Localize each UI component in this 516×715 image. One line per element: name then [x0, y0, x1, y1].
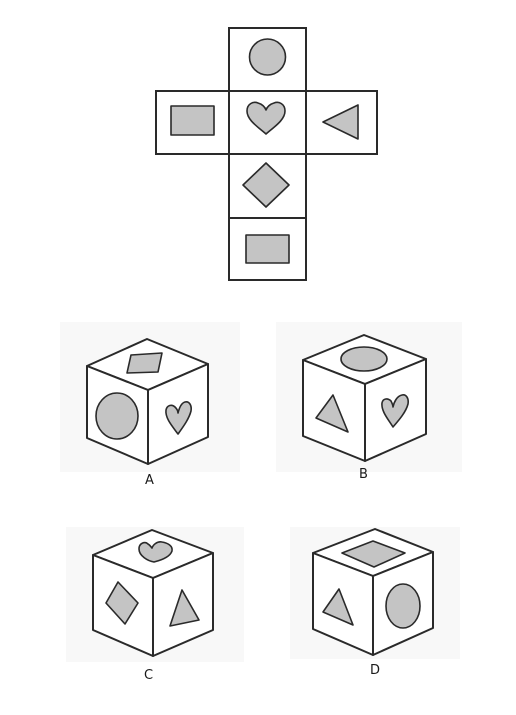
triangle-icon	[169, 589, 200, 627]
option-label: C	[144, 668, 153, 683]
ellipse-icon	[340, 346, 388, 372]
option-a[interactable]: A	[60, 322, 240, 488]
diamond-icon	[105, 581, 139, 625]
option-c[interactable]: C	[66, 527, 244, 683]
parallelogram-icon	[126, 352, 163, 374]
net-cell-left	[155, 90, 230, 155]
option-b[interactable]: B	[276, 322, 462, 482]
option-label: D	[370, 663, 380, 678]
circle-icon	[385, 583, 421, 629]
option-d[interactable]: D	[290, 527, 460, 678]
net-cell-right	[305, 90, 378, 155]
triangle-icon	[315, 394, 349, 433]
option-label: A	[145, 473, 154, 488]
net-cell-center	[228, 90, 307, 155]
diamond-icon	[242, 162, 290, 208]
triangle-icon	[322, 104, 359, 140]
rectangle-icon	[245, 234, 290, 264]
circle-icon	[95, 392, 139, 440]
diamond-icon	[341, 540, 406, 568]
net-cell-top	[228, 27, 307, 92]
net-cell-bottom	[228, 217, 307, 281]
option-label: B	[359, 467, 368, 482]
rectangle-icon	[170, 105, 215, 136]
heart-icon	[381, 394, 409, 428]
triangle-icon	[322, 588, 354, 626]
heart-icon	[246, 101, 286, 135]
circle-icon	[248, 38, 287, 76]
heart-icon	[138, 541, 173, 563]
net-cell-below-center	[228, 153, 307, 219]
heart-icon	[165, 401, 192, 435]
cube-net	[155, 27, 378, 281]
